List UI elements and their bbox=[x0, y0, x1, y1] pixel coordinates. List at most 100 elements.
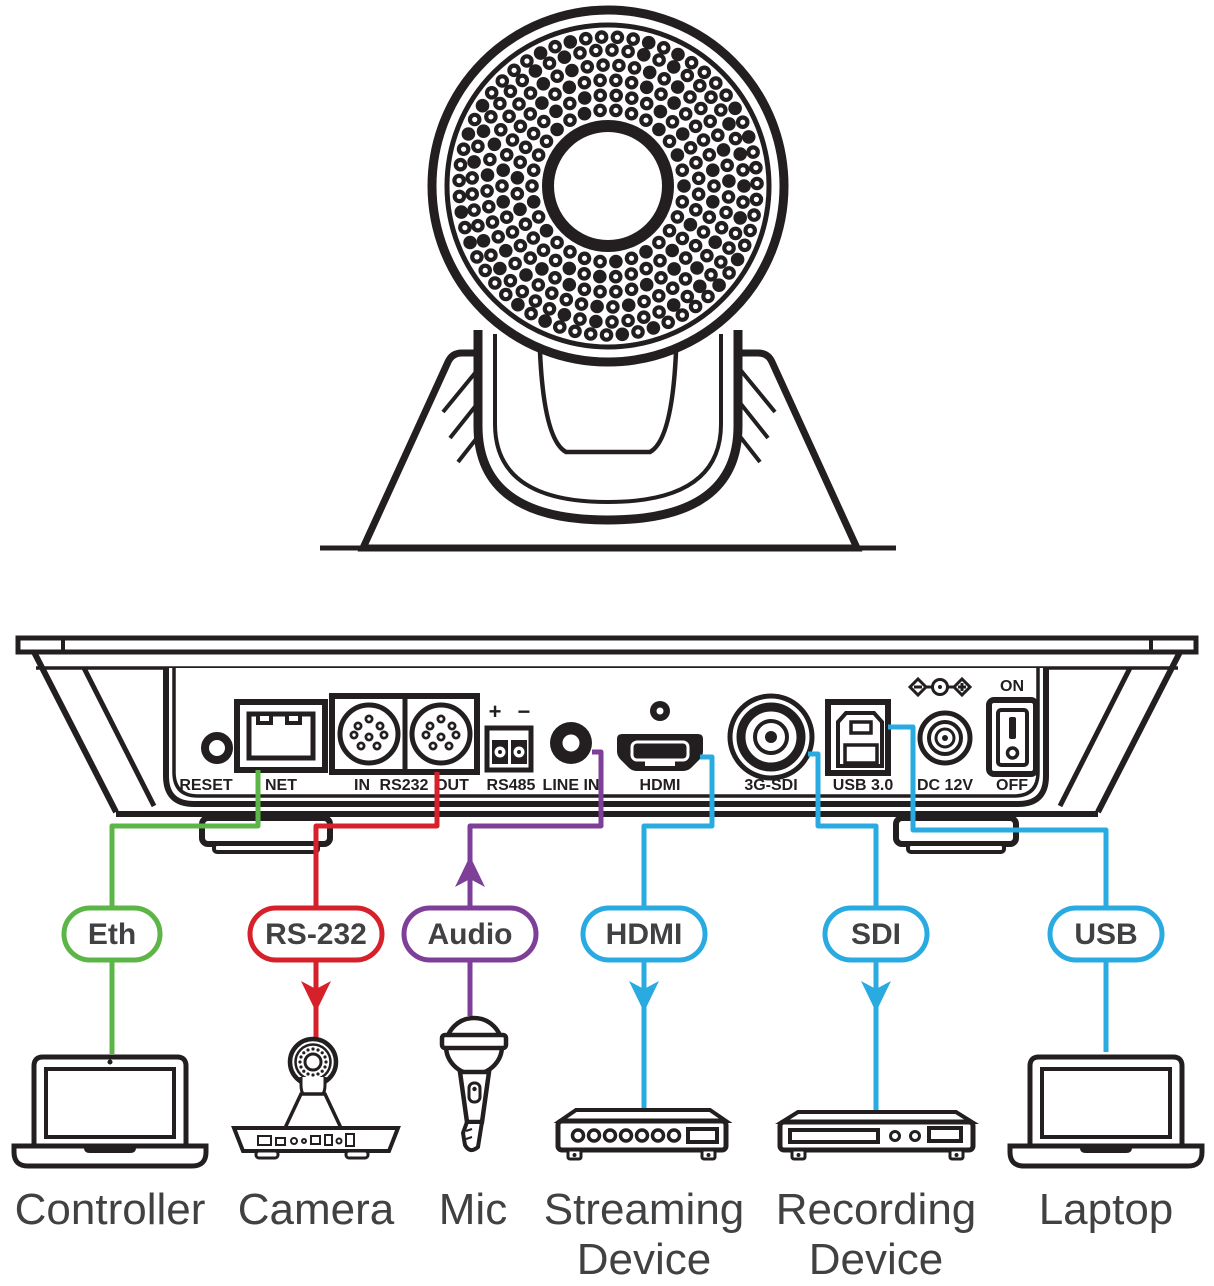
foot-left bbox=[199, 815, 333, 847]
net-label: NET bbox=[265, 777, 297, 794]
speaker-hole-center bbox=[723, 92, 729, 98]
wires bbox=[109, 724, 1109, 1112]
recording-label-line2: Device bbox=[809, 1235, 944, 1284]
speaker-hole bbox=[733, 211, 747, 225]
speaker-hole-center bbox=[504, 214, 510, 220]
speaker-hole-center bbox=[527, 111, 533, 117]
speaker-hole bbox=[513, 202, 527, 217]
speaker-hole-center bbox=[522, 221, 529, 227]
speaker-hole bbox=[565, 63, 579, 78]
speaker-hole-center bbox=[517, 123, 524, 129]
speaker-hole-center bbox=[684, 72, 690, 79]
speaker-hole-center bbox=[693, 303, 699, 310]
speaker-hole-center bbox=[471, 207, 477, 213]
speaker-hole-center bbox=[499, 78, 505, 84]
speaker-hole-center bbox=[614, 34, 621, 40]
mic-tail-notch-1 bbox=[465, 1128, 473, 1132]
speaker-hole bbox=[722, 117, 736, 131]
speaker-hole-center bbox=[578, 301, 585, 307]
dc-jack-inner bbox=[934, 727, 956, 749]
speaker-hole-center bbox=[597, 107, 603, 113]
mini-foot-right bbox=[344, 1149, 370, 1160]
speaker-hole-center bbox=[489, 219, 496, 225]
speaker-hole bbox=[639, 245, 653, 259]
audio-badge: Audio bbox=[401, 905, 539, 963]
speaker-hole-center bbox=[456, 177, 462, 184]
speaker-hole bbox=[528, 64, 543, 78]
speaker-hole bbox=[652, 122, 666, 137]
speaker-hole-center bbox=[679, 235, 686, 241]
speaker-hole bbox=[461, 127, 476, 141]
speaker-hole bbox=[562, 261, 577, 276]
mini-speaker-hole bbox=[323, 1065, 327, 1069]
usb-b-bottom-slot bbox=[843, 743, 879, 765]
streaming-display bbox=[686, 1127, 719, 1144]
mini-speaker-hole bbox=[323, 1055, 327, 1059]
dc-jack-mid bbox=[927, 720, 963, 756]
foot-right-pad bbox=[906, 842, 1006, 854]
speaker-hole-center bbox=[527, 90, 534, 96]
speaker-hole bbox=[562, 80, 577, 95]
din-pin-hole bbox=[367, 717, 371, 721]
laptop2-base-notch bbox=[1080, 1146, 1132, 1153]
speaker-hole bbox=[722, 174, 736, 188]
speaker-hole-center bbox=[644, 101, 650, 107]
mini-speaker-hole bbox=[316, 1072, 320, 1076]
speaker-hole-center bbox=[546, 306, 553, 312]
speaker-hole bbox=[563, 35, 578, 49]
streaming-foot-left-dot bbox=[572, 1153, 577, 1157]
dc-jack-pin bbox=[942, 735, 948, 741]
speaker-hole-center bbox=[679, 199, 685, 205]
mini-pedestal bbox=[282, 1092, 344, 1130]
speaker-hole-center bbox=[456, 193, 462, 199]
speaker-hole-center bbox=[597, 77, 603, 83]
din-pin-hole bbox=[356, 724, 360, 728]
hdmi-badge-label: HDMI bbox=[606, 918, 683, 951]
speaker-hole-center bbox=[492, 280, 498, 286]
foot-left-pad bbox=[212, 842, 320, 854]
speaker-hole bbox=[653, 104, 668, 119]
speaker-hole bbox=[510, 171, 525, 185]
camera-unit bbox=[320, 5, 896, 552]
speaker-hole-center bbox=[519, 289, 525, 295]
speaker-hole bbox=[716, 143, 731, 157]
rs232-out-din-icon bbox=[409, 702, 473, 766]
speaker-hole bbox=[728, 101, 742, 116]
speaker-hole-center bbox=[516, 101, 522, 107]
speaker-hole-center bbox=[613, 77, 619, 83]
head-hub bbox=[542, 120, 674, 252]
usb-port: USB 3.0 bbox=[825, 699, 893, 794]
speaker-hole-center bbox=[482, 267, 488, 273]
speaker-hole-center bbox=[718, 107, 724, 113]
speaker-hole-center bbox=[629, 95, 635, 101]
sdi-wire bbox=[808, 751, 879, 1112]
speaker-hole-center bbox=[536, 214, 542, 220]
speaker-hole bbox=[519, 268, 533, 282]
din-pins bbox=[349, 714, 461, 751]
streaming-foot-right-dot bbox=[706, 1153, 711, 1157]
hdmi-connector-tongue bbox=[645, 761, 675, 766]
speaker-hole-center bbox=[597, 92, 603, 98]
speaker-hole bbox=[615, 327, 630, 342]
rs232-in-din-icon bbox=[337, 702, 401, 766]
usb-b-icon bbox=[836, 711, 884, 768]
speaker-hole-center bbox=[723, 209, 729, 216]
laptop-base bbox=[11, 1143, 209, 1169]
rear-panel-inner-outline bbox=[172, 668, 1040, 798]
speaker-hole bbox=[677, 179, 691, 193]
mini-speaker-hole bbox=[306, 1048, 310, 1052]
hdmi-connector-inner bbox=[630, 740, 690, 762]
speaker-hole bbox=[550, 122, 564, 137]
speaker-hole-center bbox=[499, 183, 505, 189]
line-in-label: LINE IN bbox=[543, 777, 600, 794]
rs232-label: RS232 bbox=[380, 777, 429, 794]
speaker-hole-center bbox=[507, 88, 513, 94]
speaker-hole bbox=[712, 278, 726, 293]
speaker-perforations bbox=[452, 30, 764, 342]
speaker-hole-center bbox=[529, 183, 535, 189]
net-port: NET bbox=[234, 699, 328, 794]
power-switch-rocker bbox=[996, 708, 1029, 767]
din-pin-hole bbox=[447, 744, 451, 748]
speaker-hole-center bbox=[630, 36, 636, 42]
